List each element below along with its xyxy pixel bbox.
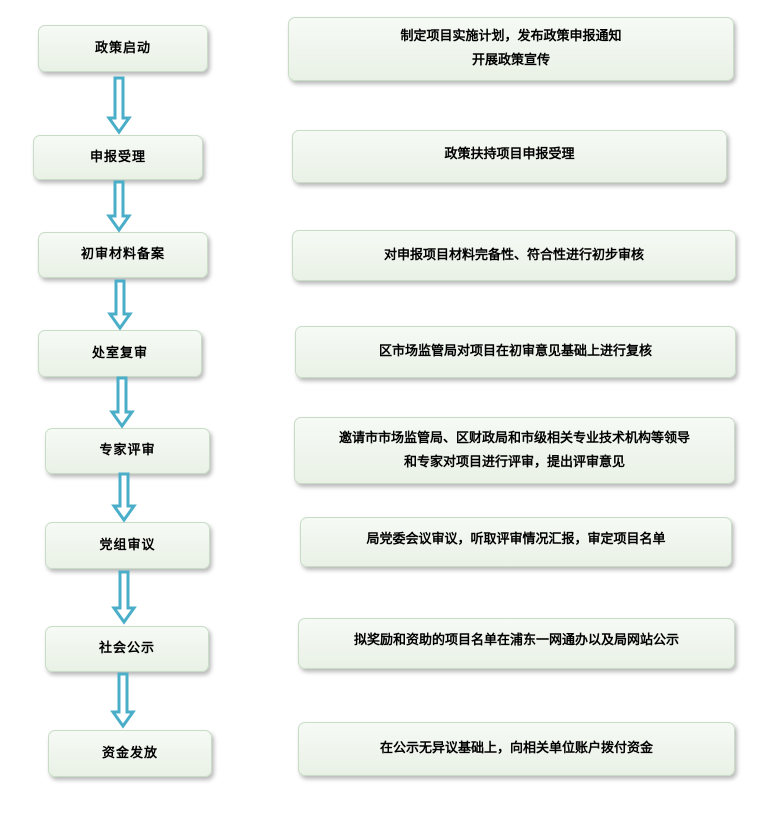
step-box-public-notice: 社会公示 — [45, 626, 209, 672]
desc-box-application-acceptance: 政策扶持项目申报受理 — [292, 130, 727, 183]
desc-line: 政策扶持项目申报受理 — [444, 147, 575, 162]
desc-box-public-notice: 拟奖励和资助的项目名单在浦东一网通办以及局网站公示 — [298, 618, 735, 669]
down-arrow-icon — [107, 279, 133, 331]
desc-line: 制定项目实施计划，发布政策申报通知 — [400, 29, 622, 44]
desc-line: 拟奖励和资助的项目名单在浦东一网通办以及局网站公示 — [353, 633, 679, 648]
desc-box-initial-review: 对申报项目材料完备性、符合性进行初步审核 — [292, 230, 736, 281]
step-label: 申报受理 — [89, 149, 146, 165]
down-arrow-icon — [109, 376, 135, 429]
step-box-expert-review: 专家评审 — [45, 428, 210, 474]
desc-box-party-deliberation: 局党委会议审议，听取评审情况汇报，审定项目名单 — [300, 517, 732, 567]
desc-box-division-review: 区市场监管局对项目在初审意见基础上进行复核 — [295, 326, 736, 378]
down-arrow-icon — [111, 570, 137, 625]
step-label: 政策启动 — [94, 40, 151, 56]
step-box-application-acceptance: 申报受理 — [33, 135, 203, 180]
step-label: 处室复审 — [91, 345, 148, 361]
step-box-fund-disbursement: 资金发放 — [48, 730, 212, 777]
desc-line: 邀请市市场监管局、区财政局和市级相关专业技术机构等领导 — [338, 430, 690, 446]
step-label: 专家评审 — [99, 443, 156, 458]
step-box-policy-launch: 政策启动 — [38, 25, 208, 72]
down-arrow-icon — [111, 472, 137, 523]
desc-box-expert-review: 邀请市市场监管局、区财政局和市级相关专业技术机构等领导和专家对项目进行评审，提出… — [294, 417, 735, 484]
desc-line: 区市场监管局对项目在初审意见基础上进行复核 — [378, 344, 652, 359]
desc-box-policy-launch: 制定项目实施计划，发布政策申报通知开展政策宣传 — [288, 17, 734, 81]
desc-line: 局党委会议审议，听取评审情况汇报，审定项目名单 — [366, 532, 666, 547]
down-arrow-icon — [110, 672, 136, 729]
step-label: 党组审议 — [99, 537, 156, 553]
desc-line: 在公示无异议基础上，向相关单位账户拨付资金 — [379, 741, 653, 756]
desc-box-fund-disbursement: 在公示无异议基础上，向相关单位账户拨付资金 — [298, 722, 735, 776]
desc-line: 开展政策宣传 — [471, 53, 550, 68]
down-arrow-icon — [106, 180, 132, 233]
step-label: 初审材料备案 — [80, 247, 165, 262]
step-label: 资金发放 — [101, 745, 158, 761]
step-label: 社会公示 — [98, 641, 155, 656]
step-box-initial-review: 初审材料备案 — [38, 232, 208, 278]
step-box-party-deliberation: 党组审议 — [45, 522, 210, 569]
desc-line: 和专家对项目进行评审，提出评审意见 — [403, 454, 625, 470]
desc-line: 对申报项目材料完备性、符合性进行初步审核 — [383, 247, 644, 263]
down-arrow-icon — [106, 76, 132, 135]
